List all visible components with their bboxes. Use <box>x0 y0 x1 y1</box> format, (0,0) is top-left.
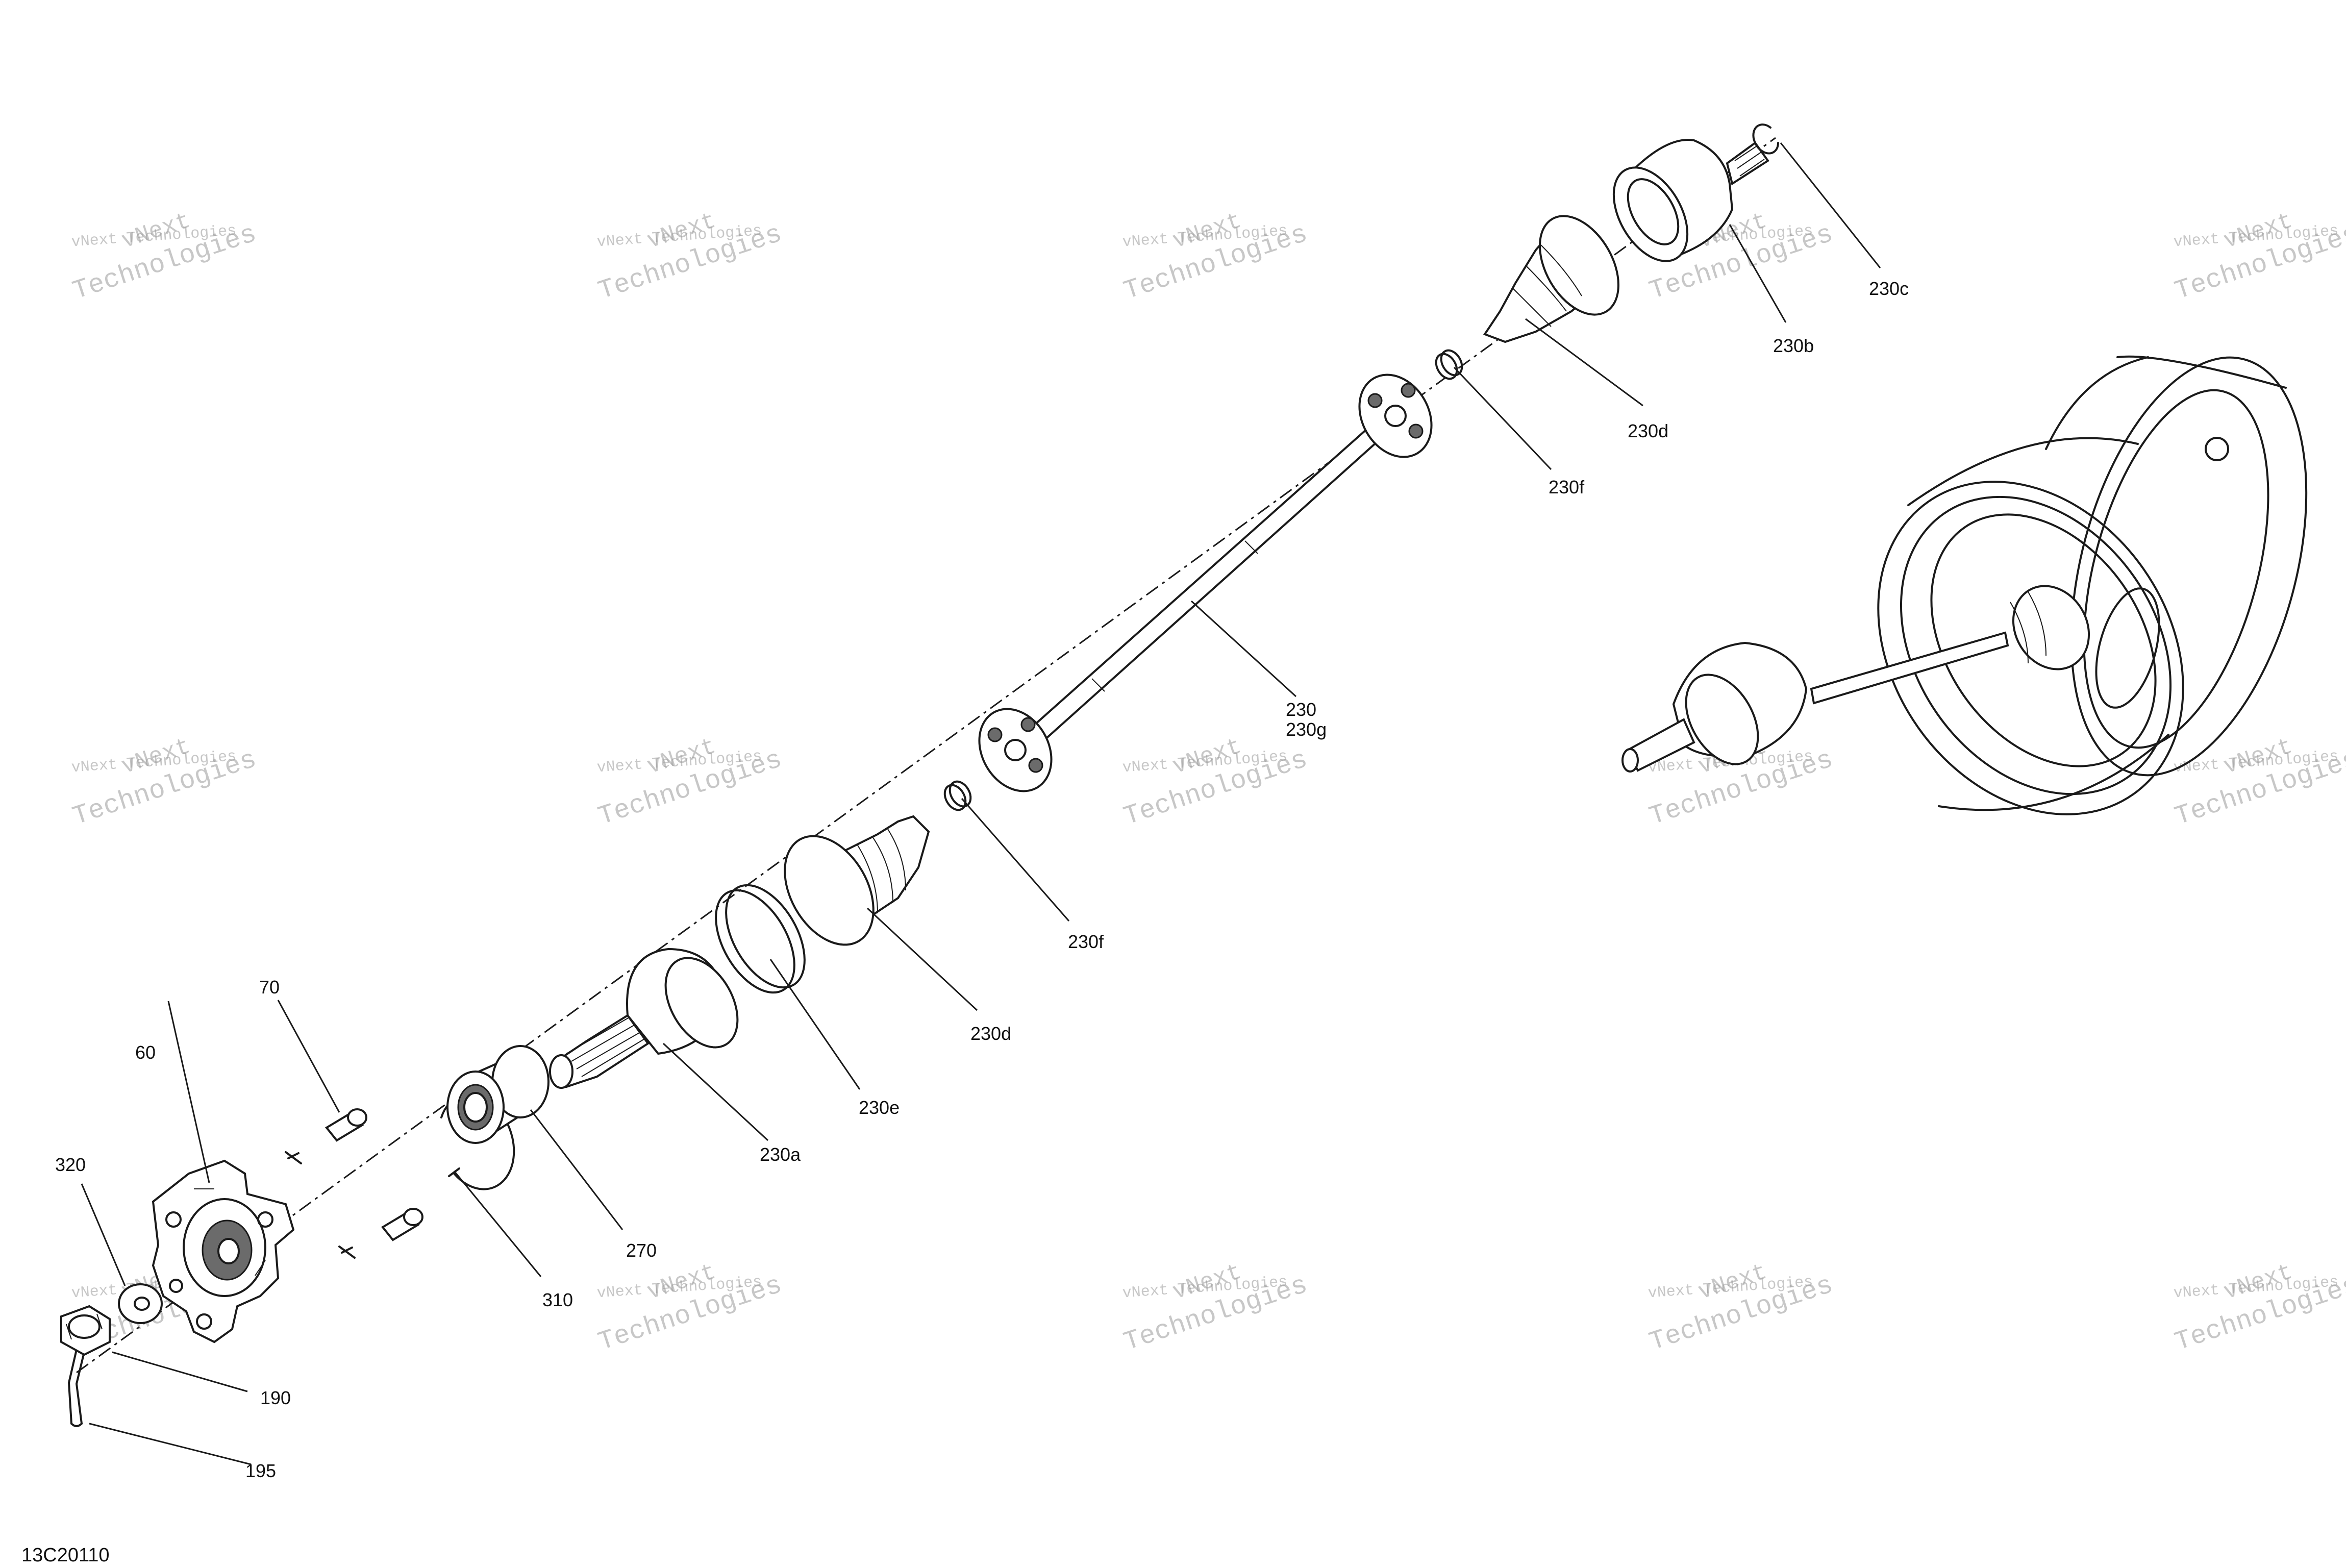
callout-270: 270 <box>626 1240 657 1261</box>
callout-230d-lower: 230d <box>970 1023 1011 1044</box>
wheel-assembly-inset <box>1621 355 2308 815</box>
bolt-lower-part <box>338 1208 423 1259</box>
callout-230f-lower: 230f <box>1068 931 1104 952</box>
callout-230a: 230a <box>760 1144 801 1165</box>
callout-195: 195 <box>245 1460 276 1481</box>
washer-part <box>118 1283 163 1324</box>
diagram-reference-number: 13C20110 <box>21 1545 110 1566</box>
inner-cv-joint-part <box>1612 139 1769 262</box>
tripod-lower-part <box>978 708 1053 792</box>
tripod-upper-part <box>1358 374 1433 458</box>
callout-labels: 60 70 320 190 195 310 270 230a 230e 230d… <box>55 278 1909 1481</box>
callout-230e: 230e <box>859 1097 900 1118</box>
axle-shaft-part <box>1019 427 1379 752</box>
lower-boot-part <box>784 815 930 946</box>
callout-70: 70 <box>259 977 280 998</box>
callout-310: 310 <box>542 1289 573 1310</box>
callout-230d-upper: 230d <box>1628 420 1668 441</box>
assembly-centerline <box>76 137 1776 1374</box>
hub-part <box>152 1159 295 1343</box>
callout-190: 190 <box>260 1387 291 1408</box>
callout-230b: 230b <box>1773 335 1814 356</box>
callout-230f-upper: 230f <box>1549 477 1585 497</box>
bearing-part <box>446 1045 550 1144</box>
upper-boot-part <box>1483 215 1619 343</box>
bolt-upper-part <box>285 1108 367 1164</box>
callout-230: 230 <box>1286 699 1316 720</box>
circlip-part <box>1752 123 1779 155</box>
clamp-ring-part <box>715 884 806 994</box>
callout-60: 60 <box>135 1042 156 1063</box>
small-clamp-upper-part <box>1435 349 1463 380</box>
castle-nut-part <box>60 1305 111 1356</box>
callout-320: 320 <box>55 1154 86 1175</box>
callout-230c: 230c <box>1869 278 1909 299</box>
leader-lines <box>81 142 1881 1465</box>
cotter-pin-part <box>68 1349 85 1427</box>
small-clamp-lower-part <box>943 780 972 811</box>
callout-230g: 230g <box>1286 719 1327 740</box>
outer-cv-joint-part <box>549 948 739 1089</box>
